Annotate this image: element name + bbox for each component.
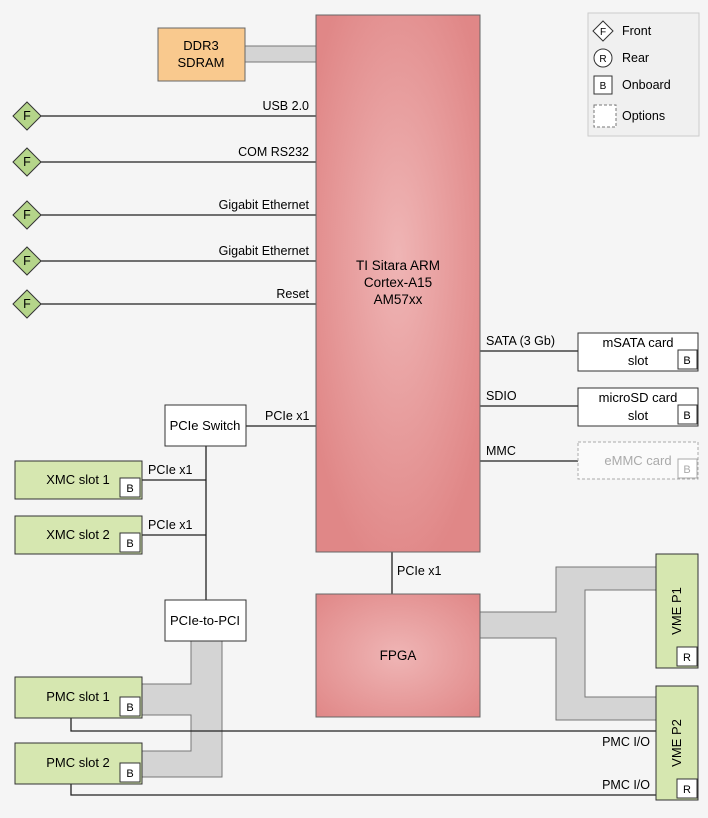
vme-p1-label: VME P1 bbox=[669, 587, 684, 635]
front-port-ethernet-1: F Gigabit Ethernet bbox=[12, 198, 310, 230]
onboard-badge bbox=[677, 458, 698, 479]
pmc-io-label-2: PMC I/O bbox=[602, 778, 650, 792]
legend-rear-label: Rear bbox=[622, 51, 649, 65]
front-port-com: F COM RS232 bbox=[12, 145, 309, 177]
pcie-switch-label: PCIe Switch bbox=[170, 418, 241, 433]
legend: F Front R Rear B Onboard Options bbox=[587, 12, 700, 137]
port-label-ethernet-1: Gigabit Ethernet bbox=[219, 198, 310, 212]
cpu-label-line2: Cortex-A15 bbox=[364, 275, 432, 290]
rear-icon: R bbox=[683, 784, 691, 796]
sdio-label: SDIO bbox=[486, 389, 517, 403]
fpga-link-label: PCIe x1 bbox=[397, 564, 442, 578]
pcie-switch-box bbox=[164, 404, 247, 447]
onboard-icon: B bbox=[683, 464, 690, 476]
onboard-legend-icon bbox=[593, 75, 613, 95]
ddr-block bbox=[157, 27, 246, 82]
sata-label: SATA (3 Gb) bbox=[486, 334, 555, 348]
front-icon: F bbox=[23, 297, 31, 311]
microsd-label-line1: microSD card bbox=[599, 390, 678, 405]
onboard-legend-letter: B bbox=[600, 81, 607, 92]
rear-badge bbox=[676, 778, 698, 799]
cpu-label-line1: TI Sitara ARM bbox=[356, 258, 440, 273]
fpga-label: FPGA bbox=[380, 648, 417, 663]
rear-icon: R bbox=[683, 652, 691, 664]
ddr-label-line1: DDR3 bbox=[183, 38, 218, 53]
onboard-badge bbox=[119, 532, 141, 553]
msata-label-line2: slot bbox=[628, 353, 649, 368]
xmc-2-link-label: PCIe x1 bbox=[148, 518, 193, 532]
onboard-badge bbox=[677, 404, 698, 425]
port-label-ethernet-2: Gigabit Ethernet bbox=[219, 244, 310, 258]
rear-badge bbox=[676, 646, 698, 667]
onboard-icon: B bbox=[683, 355, 690, 367]
rear-legend-icon bbox=[593, 48, 613, 68]
connection-lines bbox=[40, 115, 656, 796]
xmc-1-link-label: PCIe x1 bbox=[148, 463, 193, 477]
front-icon: F bbox=[23, 254, 31, 268]
onboard-badge bbox=[119, 762, 141, 783]
onboard-icon: B bbox=[683, 410, 690, 422]
pcie-to-pci-box bbox=[164, 599, 247, 642]
front-port-ethernet-2: F Gigabit Ethernet bbox=[12, 244, 310, 276]
pmc-slot-2-label: PMC slot 2 bbox=[46, 755, 110, 770]
options-legend-icon bbox=[593, 104, 617, 128]
vme-p2-label: VME P2 bbox=[669, 719, 684, 767]
vme-bus bbox=[479, 566, 657, 721]
pmc-slot-1-label: PMC slot 1 bbox=[46, 689, 110, 704]
onboard-badge bbox=[677, 349, 698, 370]
ddr-label-line2: SDRAM bbox=[178, 55, 225, 70]
legend-onboard-label: Onboard bbox=[622, 78, 671, 92]
msata-label-line1: mSATA card bbox=[602, 335, 673, 350]
port-label-reset: Reset bbox=[276, 287, 309, 301]
onboard-badge bbox=[119, 696, 141, 717]
onboard-badge bbox=[119, 477, 141, 498]
front-icon: F bbox=[23, 155, 31, 169]
front-icon: F bbox=[23, 208, 31, 222]
legend-options-label: Options bbox=[622, 109, 665, 123]
front-icon: F bbox=[23, 109, 31, 123]
xmc-slot-2-label: XMC slot 2 bbox=[46, 527, 110, 542]
pcie-switch-link-label: PCIe x1 bbox=[265, 409, 310, 423]
mmc-label: MMC bbox=[486, 444, 516, 458]
emmc-label: eMMC card bbox=[604, 453, 671, 468]
port-label-com: COM RS232 bbox=[238, 145, 309, 159]
rear-legend-letter: R bbox=[599, 54, 606, 65]
cpu-label-line3: AM57xx bbox=[374, 292, 423, 307]
pmc-io-label-1: PMC I/O bbox=[602, 735, 650, 749]
legend-front-label: Front bbox=[622, 24, 652, 38]
pcie-to-pci-label: PCIe-to-PCI bbox=[170, 613, 240, 628]
xmc-slot-1-label: XMC slot 1 bbox=[46, 472, 110, 487]
onboard-icon: B bbox=[126, 768, 133, 780]
front-port-reset: F Reset bbox=[12, 287, 310, 319]
onboard-icon: B bbox=[126, 538, 133, 550]
front-port-usb: F USB 2.0 bbox=[12, 99, 309, 131]
pci-bus bbox=[141, 640, 223, 778]
microsd-label-line2: slot bbox=[628, 408, 649, 423]
port-label-usb: USB 2.0 bbox=[262, 99, 309, 113]
cpu-block bbox=[315, 14, 481, 553]
ddr-bus bbox=[244, 45, 317, 63]
front-legend-letter: F bbox=[600, 27, 606, 38]
fpga-block bbox=[315, 593, 481, 718]
onboard-icon: B bbox=[126, 702, 133, 714]
front-legend-icon bbox=[592, 20, 614, 42]
onboard-icon: B bbox=[126, 483, 133, 495]
